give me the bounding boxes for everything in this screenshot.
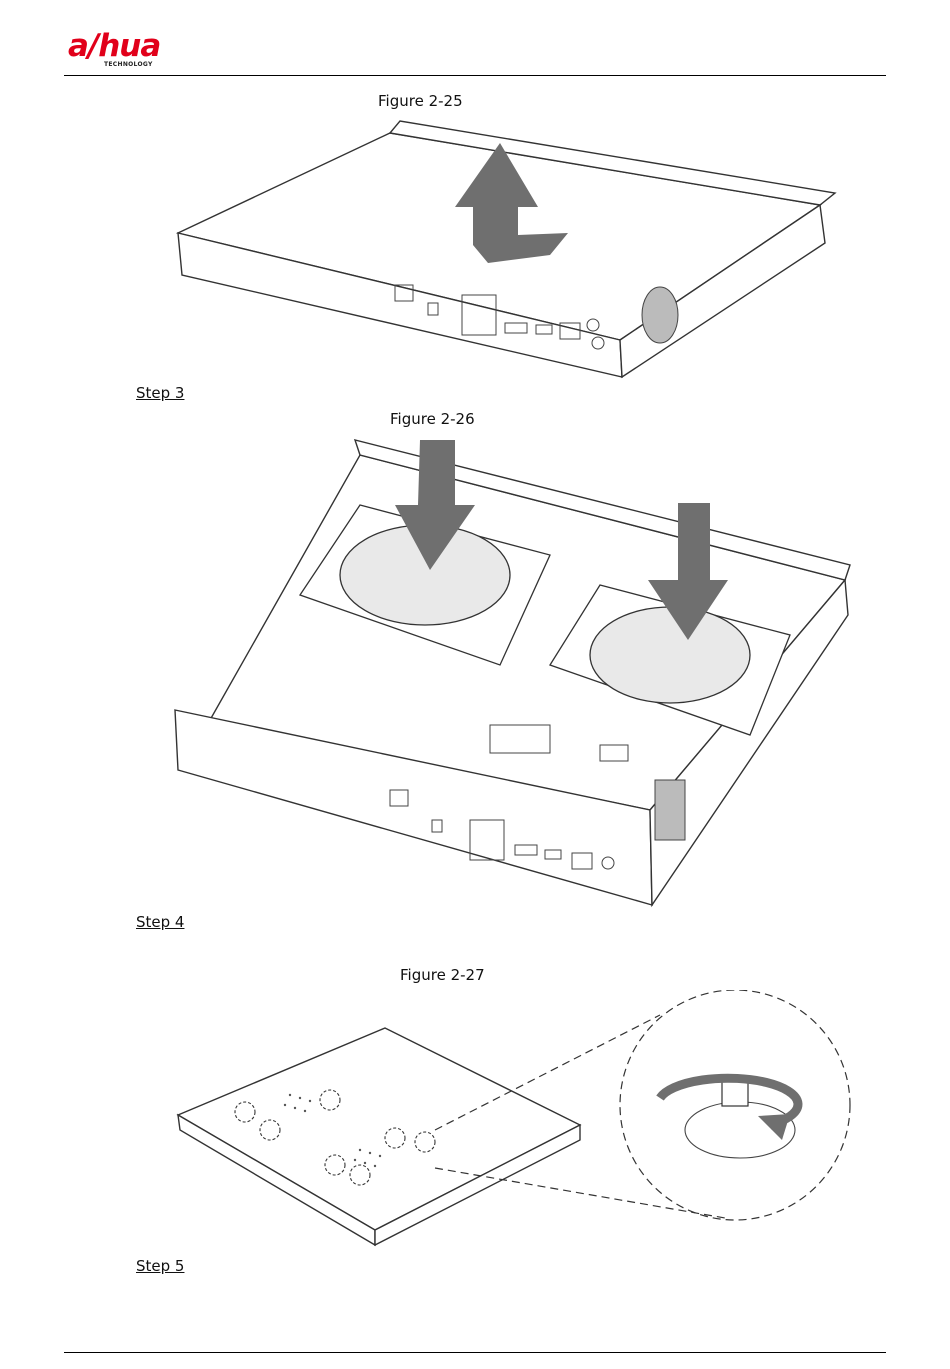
figure-caption-2-25: Figure 2-25 [378, 92, 463, 110]
fan-vent [642, 287, 678, 343]
step-3-label: Step 3 [136, 384, 184, 402]
figure-caption-2-26: Figure 2-26 [390, 410, 475, 428]
logo-wordmark: a/hua [68, 28, 160, 64]
fan-unit [655, 780, 685, 840]
figure-2-26-hdd-install [170, 435, 860, 910]
step-5-label: Step 5 [136, 1257, 184, 1275]
logo-tagline: TECHNOLOGY [104, 61, 153, 68]
zoom-detail [660, 1078, 798, 1158]
figure-2-27-screw-fasten [170, 990, 860, 1250]
figure-caption-2-27: Figure 2-27 [400, 966, 485, 984]
device-bottom [178, 1028, 580, 1230]
dahua-logo: a/hua TECHNOLOGY [68, 28, 208, 72]
footer-rule [64, 1352, 886, 1353]
screw-head [722, 1080, 748, 1106]
callout-line-bottom [435, 1168, 725, 1218]
header-rule [64, 75, 886, 76]
figure-2-25-cover-removal [170, 115, 860, 385]
step-4-label: Step 4 [136, 913, 184, 931]
